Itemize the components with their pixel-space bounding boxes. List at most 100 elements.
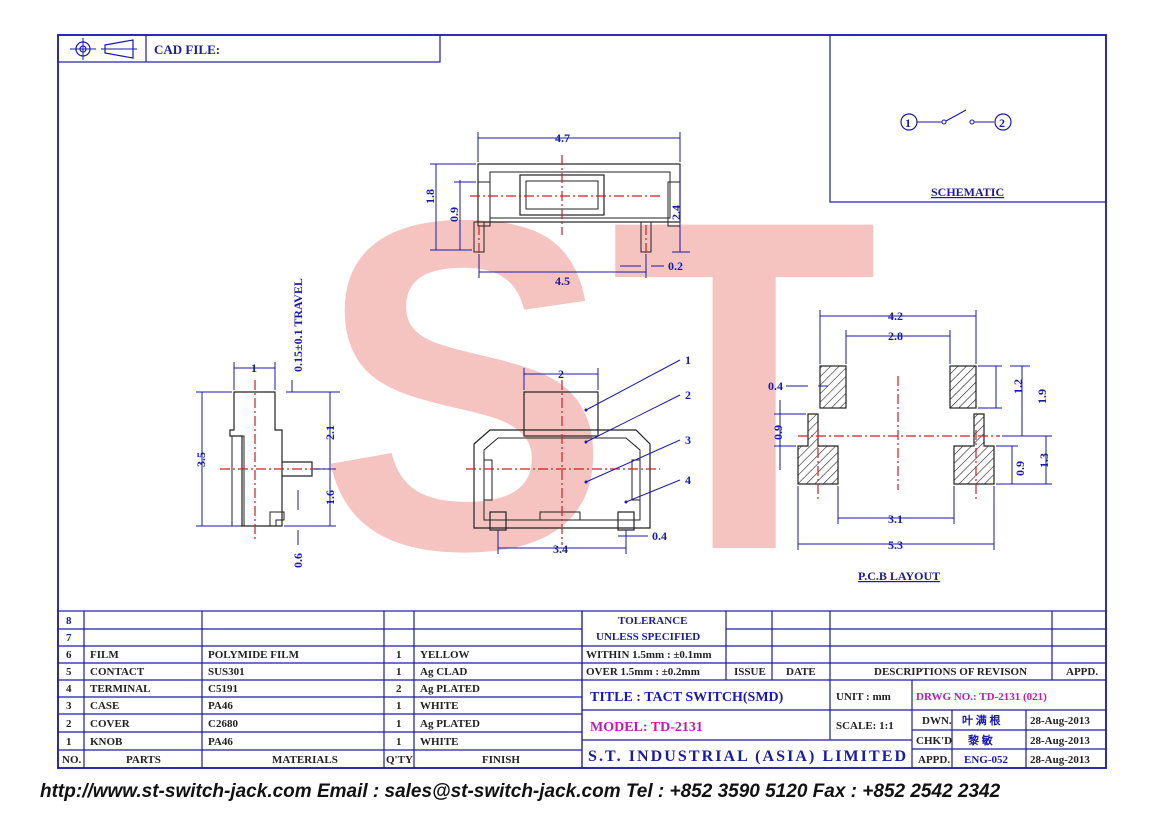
appd-label: APPD. bbox=[918, 754, 950, 766]
dim-side-h16: 1.6 bbox=[323, 490, 337, 505]
bom-qty: 2 bbox=[396, 683, 402, 695]
bom-header-materials: MATERIALS bbox=[272, 754, 338, 766]
bom-row-no: 6 bbox=[66, 649, 72, 661]
appd-name: ENG-052 bbox=[964, 754, 1009, 766]
revision-issue: ISSUE bbox=[734, 666, 766, 678]
dim-pcb-42: 4.2 bbox=[888, 309, 903, 323]
bom-material: PA46 bbox=[208, 736, 233, 748]
bom-row-no: 1 bbox=[66, 736, 72, 748]
bom-material: POLYMIDE FILM bbox=[208, 649, 300, 661]
bom-qty: 1 bbox=[396, 718, 402, 730]
schematic-pin2: 2 bbox=[999, 116, 1005, 130]
bom-row-no: 2 bbox=[66, 718, 72, 730]
revision-description: DESCRIPTIONS OF REVISON bbox=[874, 666, 1027, 678]
bom-row-no: 4 bbox=[66, 683, 72, 695]
dwn-label: DWN. bbox=[922, 715, 952, 727]
revision-date: DATE bbox=[786, 666, 816, 678]
model-number: MODEL: TD-2131 bbox=[590, 720, 703, 735]
dim-side-travel: 0.15±0.1 TRAVEL bbox=[291, 278, 305, 372]
bom-finish: Ag PLATED bbox=[420, 718, 480, 730]
side-view: 1 0.15±0.1 TRAVEL 3.5 2.1 1.6 0.6 bbox=[194, 278, 340, 568]
front-view: 2 3.4 0.4 1 2 3 4 bbox=[466, 353, 691, 556]
dim-side-06: 0.6 bbox=[291, 553, 305, 568]
bom-finish: WHITE bbox=[420, 736, 459, 748]
callout-2: 2 bbox=[685, 388, 691, 402]
company-name: S.T. INDUSTRIAL (ASIA) LIMITED bbox=[588, 748, 906, 765]
bom-qty: 1 bbox=[396, 700, 402, 712]
tolerance-title: TOLERANCE bbox=[618, 615, 687, 627]
dim-top-inner: 4.5 bbox=[555, 274, 570, 288]
revision-appd: APPD. bbox=[1066, 666, 1098, 678]
tolerance-over: OVER 1.5mm : ±0.2mm bbox=[586, 666, 700, 678]
dim-side-h35: 3.5 bbox=[194, 452, 208, 467]
chkd-date: 28-Aug-2013 bbox=[1030, 735, 1090, 747]
bom-header-no: NO. bbox=[62, 754, 82, 766]
bom-qty: 1 bbox=[396, 666, 402, 678]
bom-row-no: 7 bbox=[66, 632, 72, 644]
dwn-name: 叶 满 根 bbox=[962, 713, 1001, 727]
schematic-box: 1 2 SCHEMATIC bbox=[829, 34, 1107, 203]
dim-pcb-09a: 0.9 bbox=[771, 425, 785, 440]
contact-footer: http://www.st-switch-jack.com Email : sa… bbox=[40, 781, 1001, 802]
bom-row-no: 3 bbox=[66, 700, 72, 712]
dim-pcb-19: 1.9 bbox=[1035, 389, 1049, 404]
bom-part: CASE bbox=[90, 700, 119, 712]
dim-front-34: 3.4 bbox=[553, 542, 568, 556]
bom-row-no: 8 bbox=[66, 615, 72, 627]
title-block bbox=[581, 610, 1107, 769]
pcb-layout: 4.2 2.8 0.4 0.9 1.2 1.9 1.3 0.9 3.1 5.3 bbox=[768, 309, 1052, 583]
scale-label: SCALE: 1:1 bbox=[836, 720, 894, 732]
bom-part: KNOB bbox=[90, 736, 123, 748]
callout-3: 3 bbox=[685, 433, 691, 447]
dim-top-width: 4.7 bbox=[555, 131, 570, 145]
dwn-date: 28-Aug-2013 bbox=[1030, 715, 1090, 727]
bom-part: FILM bbox=[90, 649, 119, 661]
dim-front-w2: 2 bbox=[558, 367, 564, 381]
dim-pcb-13: 1.3 bbox=[1037, 453, 1051, 468]
bom-part: CONTACT bbox=[90, 666, 145, 678]
bom-finish: WHITE bbox=[420, 700, 459, 712]
bom-qty: 1 bbox=[396, 736, 402, 748]
bom-finish: YELLOW bbox=[420, 649, 470, 661]
cad-header: CAD FILE: bbox=[57, 34, 441, 63]
schematic-pin1: 1 bbox=[905, 116, 911, 130]
bom-qty: 1 bbox=[396, 649, 402, 661]
bom-finish: Ag PLATED bbox=[420, 683, 480, 695]
dim-side-w1: 1 bbox=[251, 361, 257, 375]
cad-file-label: CAD FILE: bbox=[154, 42, 220, 57]
bom-part: TERMINAL bbox=[90, 683, 151, 695]
bom-header-finish: FINISH bbox=[482, 754, 520, 766]
chkd-label: CHK'D bbox=[916, 735, 952, 747]
dim-pcb-31: 3.1 bbox=[888, 512, 903, 526]
dim-pcb-12: 1.2 bbox=[1011, 379, 1025, 394]
bom-header-qty: Q'TY bbox=[386, 754, 413, 766]
bom-part: COVER bbox=[90, 718, 131, 730]
dim-top-02: 0.2 bbox=[668, 259, 683, 273]
top-view: 4.7 4.5 1.8 0.9 2.4 0.2 bbox=[423, 131, 690, 288]
bom-material: SUS301 bbox=[208, 666, 245, 678]
callout-1: 1 bbox=[685, 353, 691, 367]
drawing-title: TITLE : TACT SWITCH(SMD) bbox=[590, 690, 784, 705]
dim-front-04: 0.4 bbox=[652, 529, 667, 543]
tolerance-within: WITHIN 1.5mm : ±0.1mm bbox=[586, 649, 712, 661]
unit-label: UNIT : mm bbox=[836, 691, 891, 703]
bom-header-parts: PARTS bbox=[126, 754, 161, 766]
bom-material: C5191 bbox=[208, 683, 238, 695]
drawing-number: DRWG NO.: TD-2131 (021) bbox=[916, 691, 1047, 703]
bom-row-no: 5 bbox=[66, 666, 72, 678]
bom-material: PA46 bbox=[208, 700, 233, 712]
chkd-name: 黎 敏 bbox=[968, 733, 994, 747]
dim-top-h18: 1.8 bbox=[423, 189, 437, 204]
bom-text: 8 7 6 FILM POLYMIDE FILM 1 YELLOW 5 CONT… bbox=[62, 615, 520, 766]
dim-top-h09: 0.9 bbox=[447, 207, 461, 222]
dim-pcb-28: 2.8 bbox=[888, 329, 903, 343]
callout-4: 4 bbox=[685, 473, 691, 487]
schematic-label: SCHEMATIC bbox=[931, 185, 1004, 199]
dim-side-h21: 2.1 bbox=[323, 425, 337, 440]
pcb-layout-label: P.C.B LAYOUT bbox=[858, 569, 940, 583]
dim-pcb-04: 0.4 bbox=[768, 379, 783, 393]
tolerance-subtitle: UNLESS SPECIFIED bbox=[596, 631, 700, 643]
projection-symbol-icon bbox=[70, 38, 137, 60]
dim-top-h24: 2.4 bbox=[669, 205, 683, 220]
